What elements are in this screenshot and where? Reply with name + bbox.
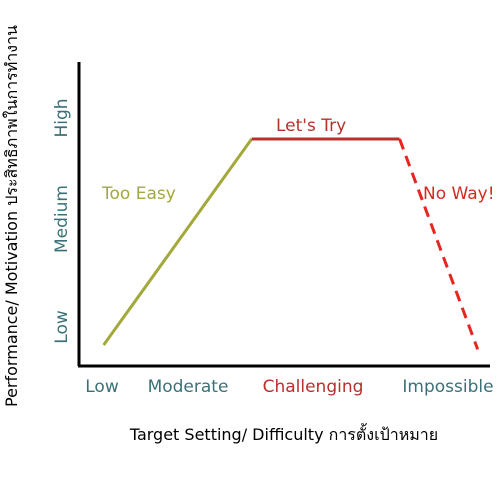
x-tick-moderate: Moderate xyxy=(148,377,229,397)
segment-label-lets-try: Let's Try xyxy=(276,116,346,136)
y-tick-medium: Medium xyxy=(52,185,72,253)
x-tick-low: Low xyxy=(85,377,119,397)
x-tick-challenging: Challenging xyxy=(263,377,364,397)
x-axis-title: Target Setting/ Difficulty การตั้งเป้าหม… xyxy=(129,423,438,444)
x-tick-impossible: Impossible xyxy=(402,377,493,397)
segment-label-too-easy: Too Easy xyxy=(101,184,176,204)
y-axis-title: Performance/ Motivation ประสิทธิภาพในการ… xyxy=(2,25,21,407)
segment-no-way xyxy=(398,138,480,350)
segments-group xyxy=(102,137,480,350)
segment-too-easy xyxy=(102,138,253,346)
segment-label-no-way: No Way! xyxy=(423,184,495,204)
y-tick-high: High xyxy=(52,98,72,137)
y-tick-low: Low xyxy=(52,310,72,344)
